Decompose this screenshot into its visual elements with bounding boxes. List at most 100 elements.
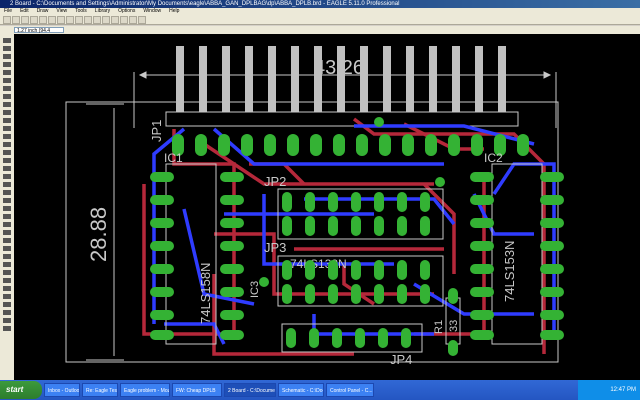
dimension-height-label: 28.88 — [86, 207, 111, 262]
ic3-outline — [277, 255, 444, 307]
task-mozilla[interactable]: Eagle problem - Mozilla — [120, 383, 170, 397]
start-button[interactable]: start — [0, 381, 42, 399]
print-icon[interactable] — [21, 16, 29, 24]
jp3-label: JP3 — [264, 240, 286, 255]
ic1-pads — [150, 172, 244, 340]
r1-pads — [448, 288, 458, 356]
zoom-out-icon[interactable] — [84, 16, 92, 24]
task-cheap-dplb[interactable]: FW: Cheap DPLB — [172, 383, 222, 397]
smash-icon — [3, 174, 11, 179]
jp2-outline — [277, 188, 444, 240]
ulp-icon[interactable] — [57, 16, 65, 24]
ic2-part-label: 74LS153N — [502, 241, 517, 302]
board-outline — [65, 101, 559, 363]
signal-icon — [3, 278, 11, 283]
windows-taskbar: start Inbox - Outlook Re: Eagle Tests Ea… — [0, 380, 640, 400]
pinswap-icon — [3, 142, 11, 147]
script-icon[interactable] — [48, 16, 56, 24]
split-icon — [3, 190, 11, 195]
ratsnest-icon — [3, 294, 11, 299]
redo-icon[interactable] — [120, 16, 128, 24]
change-icon — [3, 110, 11, 115]
zoom-in-icon[interactable] — [75, 16, 83, 24]
ic2-pads — [470, 172, 564, 340]
optimize-icon — [3, 198, 11, 203]
open-icon[interactable] — [3, 16, 11, 24]
drc-icon — [3, 318, 11, 323]
mark-icon — [3, 62, 11, 67]
menu-options[interactable]: Options — [118, 8, 136, 14]
pcb-drawing[interactable]: 43.26 28.88 JP1 — [14, 34, 640, 380]
group-icon — [3, 102, 11, 107]
task-eagle-tests[interactable]: Re: Eagle Tests — [82, 383, 118, 397]
display-icon — [3, 54, 11, 59]
route-icon — [3, 206, 11, 211]
zoom-select-icon[interactable] — [102, 16, 110, 24]
show-icon — [3, 46, 11, 51]
system-tray: 12:47 PM — [578, 380, 640, 400]
jp3-pads — [282, 260, 430, 304]
zoom-fit-icon[interactable] — [66, 16, 74, 24]
text-icon — [3, 230, 11, 235]
ripup-icon — [3, 214, 11, 219]
redraw-icon[interactable] — [93, 16, 101, 24]
window-title: 2 Board - C:\Documents and Settings\Admi… — [10, 1, 400, 7]
miter-icon — [3, 182, 11, 187]
ic2-outline — [491, 163, 543, 345]
r1-label: R1 — [433, 320, 445, 334]
jp1-label: JP1 — [149, 120, 164, 142]
jp4-label: JP4 — [390, 352, 412, 367]
board-icon[interactable] — [39, 16, 47, 24]
value-icon — [3, 166, 11, 171]
task-control-panel[interactable]: Control Panel - C... — [326, 383, 374, 397]
jp2-pads — [282, 192, 430, 236]
menu-file[interactable]: File — [4, 8, 13, 14]
jp4-outline — [281, 323, 423, 353]
command-icons[interactable] — [0, 34, 14, 380]
arc-icon — [3, 246, 11, 251]
vias — [259, 117, 445, 287]
task-outlook[interactable]: Inbox - Outlook — [44, 383, 80, 397]
auto-icon — [3, 302, 11, 307]
task-board[interactable]: 2 Board - C:\Docume... — [224, 383, 276, 397]
errors-icon — [3, 326, 11, 331]
menu-view[interactable]: View — [56, 8, 68, 14]
add-icon — [3, 134, 11, 139]
go-icon[interactable] — [138, 16, 146, 24]
header-pins — [176, 46, 506, 112]
menu-window[interactable]: Window — [143, 8, 162, 14]
menu-edit[interactable]: Edit — [20, 8, 29, 14]
jp1-pads — [172, 134, 529, 156]
undo-icon[interactable] — [111, 16, 119, 24]
ic1-label: IC1 — [164, 151, 183, 165]
paste-icon — [3, 118, 11, 123]
erc-icon — [3, 310, 11, 315]
copy-icon — [3, 78, 11, 83]
menu-draw[interactable]: Draw — [36, 8, 49, 14]
delete-icon — [3, 126, 11, 131]
coordinate-readout: 1.27 inch (94.4 19.05) — [14, 27, 64, 40]
rect-icon — [3, 254, 11, 259]
board-canvas[interactable]: 43.26 28.88 JP1 — [14, 34, 640, 380]
clock: 12:47 PM — [610, 387, 636, 393]
jp2-label: JP2 — [264, 174, 286, 189]
stop-icon[interactable] — [129, 16, 137, 24]
jp4-pads — [286, 328, 411, 348]
circle-icon — [3, 238, 11, 243]
task-schematic[interactable]: Schematic - C:\Doc... — [278, 383, 324, 397]
menu-help[interactable]: Help — [169, 8, 180, 14]
dimension-height — [86, 103, 124, 361]
save-icon[interactable] — [12, 16, 20, 24]
cam-icon[interactable] — [30, 16, 38, 24]
name-icon — [3, 158, 11, 163]
move-icon — [3, 70, 11, 75]
ic2-label: IC2 — [484, 151, 503, 165]
ic3-label: IC3 — [249, 281, 261, 298]
ic3-part-label: 74LS138N — [290, 257, 347, 271]
polygon-icon — [3, 262, 11, 267]
jp1-outline — [165, 111, 519, 127]
info-icon — [3, 38, 11, 43]
menu-library[interactable]: Library — [94, 8, 111, 14]
menu-tools[interactable]: Tools — [75, 8, 87, 14]
main-toolbar — [0, 15, 640, 25]
